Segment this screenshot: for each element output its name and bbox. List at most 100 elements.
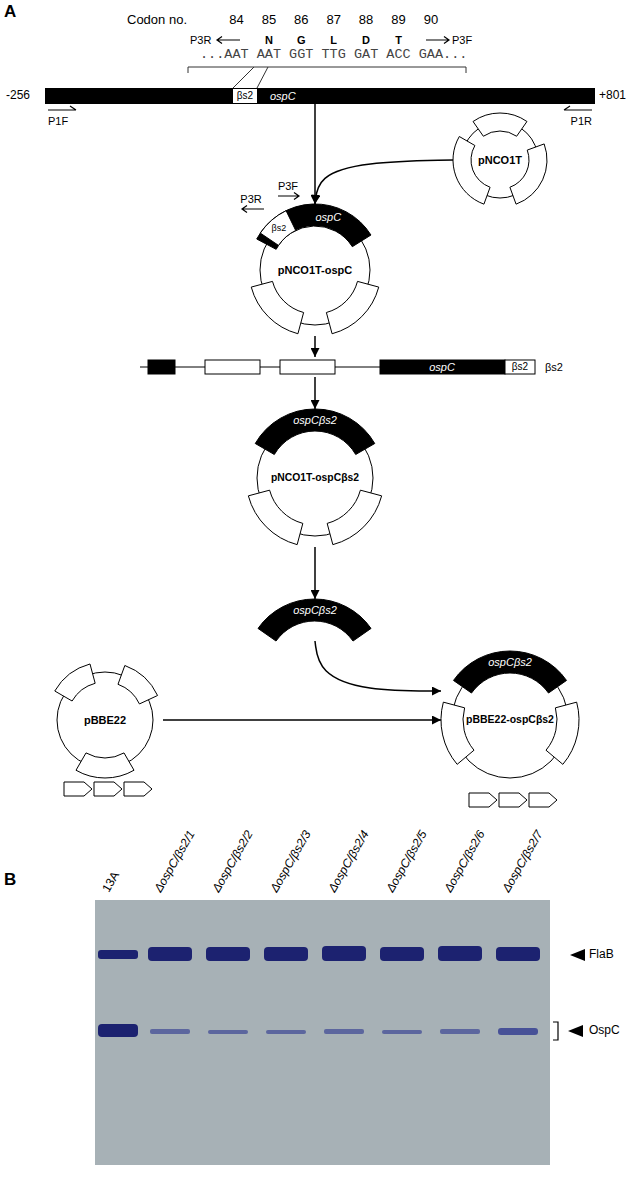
lane-label: ΔospC/βs2/4 — [326, 828, 372, 895]
coordinate-label: +801 — [599, 89, 626, 103]
gene-name: ospCβs2 — [293, 414, 337, 427]
band-label: OspC — [589, 1024, 620, 1038]
flow-arrow — [314, 547, 316, 599]
insert-box: βs2 — [232, 88, 258, 104]
gene-arrow — [469, 793, 557, 807]
blot-band — [496, 947, 540, 961]
plasmid-segment — [546, 702, 579, 764]
amino-acid: T — [395, 34, 402, 47]
primer-label: P1R — [571, 115, 592, 128]
dna-segment — [205, 360, 260, 374]
plasmid: pBBE22 — [47, 662, 163, 778]
amino-acid: L — [330, 34, 337, 47]
lane-label: ΔospC/βs2/3 — [268, 828, 314, 895]
blot-band — [322, 946, 366, 961]
plasmid-segment — [118, 665, 158, 703]
dna-segment — [505, 360, 535, 374]
lane-label: ΔospC/βs2/7 — [500, 828, 546, 895]
primer-arrow — [426, 37, 449, 44]
lane-label: ΔospC/βs2/1 — [152, 828, 198, 895]
coordinate-label: -256 — [6, 89, 30, 103]
flow-arrow — [314, 377, 316, 409]
codon-number: 90 — [424, 13, 438, 28]
plasmid-segment — [453, 651, 566, 693]
blot-band — [324, 1029, 364, 1034]
plasmid-segment — [327, 490, 381, 544]
lane-label: ΔospC/βs2/5 — [384, 828, 430, 895]
flow-arrow — [315, 641, 441, 691]
western-blot — [95, 900, 550, 1165]
plasmid-segment — [510, 144, 547, 204]
axis-caption: Codon no. — [127, 13, 187, 28]
insert-label: βs2 — [512, 361, 528, 373]
primer-label: P3F — [278, 180, 298, 193]
zoom-line — [233, 67, 268, 88]
codon-number: 85 — [262, 13, 276, 28]
blot-band — [98, 950, 138, 959]
plasmid: βs2ospCpNCO1T-ospC — [249, 204, 381, 336]
plasmid-segment — [248, 490, 302, 544]
amino-acid: N — [265, 34, 273, 47]
dna-segment — [280, 360, 335, 374]
codon-number: 84 — [229, 13, 243, 28]
band-label: FlaB — [589, 948, 614, 962]
flow-arrow — [314, 104, 316, 204]
primer-arrow — [217, 37, 240, 44]
node-outline — [140, 357, 540, 377]
plasmid-segment — [55, 664, 95, 701]
primer-label: P3R — [190, 34, 211, 47]
plasmid: ospCβs2 pNCO1T-ospCβs2 — [246, 409, 384, 547]
gene-bar: βs2 ospC — [45, 88, 595, 104]
plasmid-segment — [326, 281, 378, 333]
gene-name: ospC — [270, 90, 296, 103]
linear-construct: ospC βs2 — [140, 357, 540, 377]
plasmid-segment — [251, 281, 303, 333]
blot-band — [498, 1028, 538, 1035]
primer-arrow — [278, 193, 299, 200]
gene-name: ospC — [315, 210, 341, 223]
blot-band — [382, 1030, 422, 1034]
plasmid-name: pBBE22-ospCβs2 — [466, 714, 554, 726]
dna-sequence: ...AAT AAT GGT TTG GAT ACC GAA... — [200, 47, 467, 63]
sequence-bracket — [188, 67, 466, 73]
blot-band — [206, 947, 250, 961]
ospc-bands — [150, 1029, 480, 1034]
dna-fragment: ospCβs2 — [258, 599, 371, 641]
band-bracket — [553, 1022, 558, 1040]
amino-acid: D — [362, 34, 370, 47]
lane-label: ΔospC/βs2/6 — [442, 828, 488, 895]
dna-segment — [148, 360, 175, 374]
flow-arrow — [314, 336, 316, 357]
blot-band — [440, 1029, 480, 1034]
primer-label: P3R — [240, 193, 261, 206]
panel-letter: A — [4, 2, 16, 22]
band-pointer — [570, 949, 585, 961]
blot-band — [148, 947, 192, 961]
lane-label: ΔospC/βs2/2 — [210, 828, 256, 895]
plasmid-segment — [473, 113, 527, 136]
gene-name: ospC — [429, 361, 455, 374]
plasmid-segment — [260, 211, 295, 246]
dna-segment — [380, 360, 505, 374]
plasmid-name: pNCO1T — [478, 154, 522, 167]
primer-arrow — [48, 106, 76, 110]
flow-arrow — [315, 160, 453, 204]
plasmid: pNCO1T — [453, 113, 547, 207]
blot-band — [438, 946, 482, 961]
primer-label: P1F — [48, 115, 68, 128]
flab-bands — [98, 946, 540, 961]
gene-arrow — [64, 782, 152, 796]
plasmid: ospCβs2 pBBE22-ospCβs2 — [441, 651, 579, 789]
blot-band — [266, 1030, 306, 1034]
blot-band — [150, 1029, 190, 1034]
amino-acid: G — [297, 34, 306, 47]
codon-number: 86 — [294, 13, 308, 28]
primer-arrow — [564, 106, 592, 110]
gene-name: ospCβs2 — [488, 656, 532, 669]
flow-arrow — [163, 719, 441, 721]
blot-band — [264, 947, 308, 961]
insert-label: βs2 — [272, 223, 287, 233]
plasmid-name: pNCO1T-ospCβs2 — [271, 472, 359, 484]
plasmid-segment — [76, 753, 134, 778]
